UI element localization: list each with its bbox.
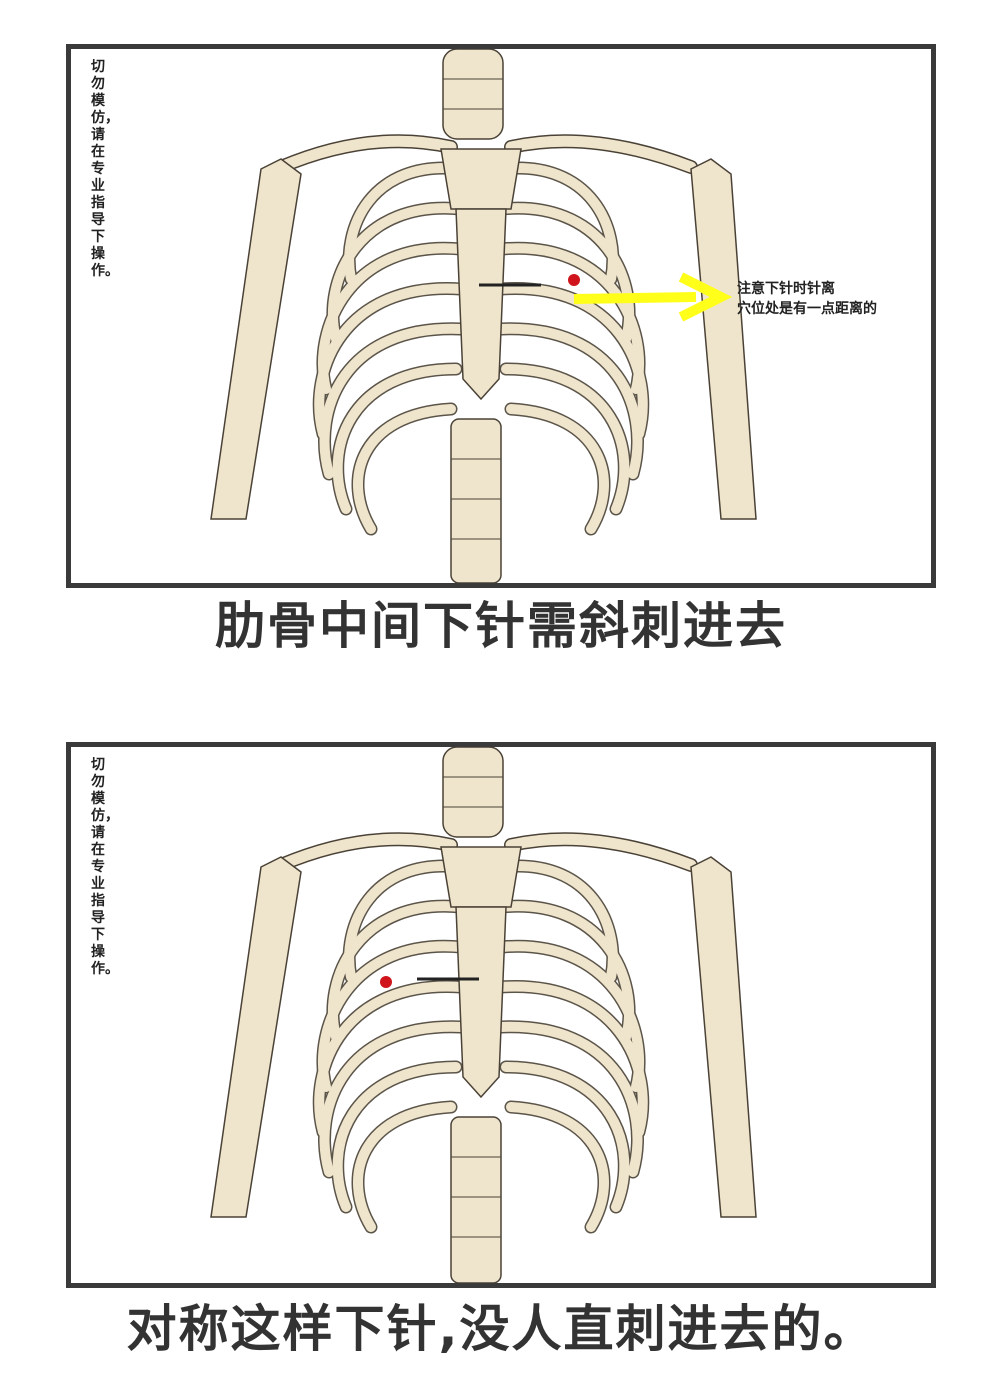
annotation-note: 注意下针时针离 穴位处是有一点距离的	[737, 279, 877, 319]
ribcage-illustration	[210, 49, 757, 583]
acupoint-marker	[568, 274, 580, 286]
caption-top: 肋骨中间下针需斜刺进去	[215, 597, 787, 655]
diagram-panel-bottom: 切勿模仿，请在专业指导下操作。	[66, 742, 936, 1288]
warning-text: 切勿模仿，请在专业指导下操作。	[91, 59, 119, 279]
acupoint-marker	[380, 976, 392, 988]
skeleton-group	[210, 747, 757, 1283]
ribcage-illustration	[210, 747, 757, 1283]
note-line-1: 注意下针时针离	[737, 281, 835, 297]
skeleton-group	[210, 49, 757, 583]
note-line-2: 穴位处是有一点距离的	[737, 301, 877, 317]
caption-bottom: 对称这样下针,没人直刺进去的。	[126, 1300, 876, 1358]
diagram-panel-top: 切勿模仿，请在专业指导下操作。	[66, 44, 936, 588]
arrow-icon	[573, 272, 733, 322]
